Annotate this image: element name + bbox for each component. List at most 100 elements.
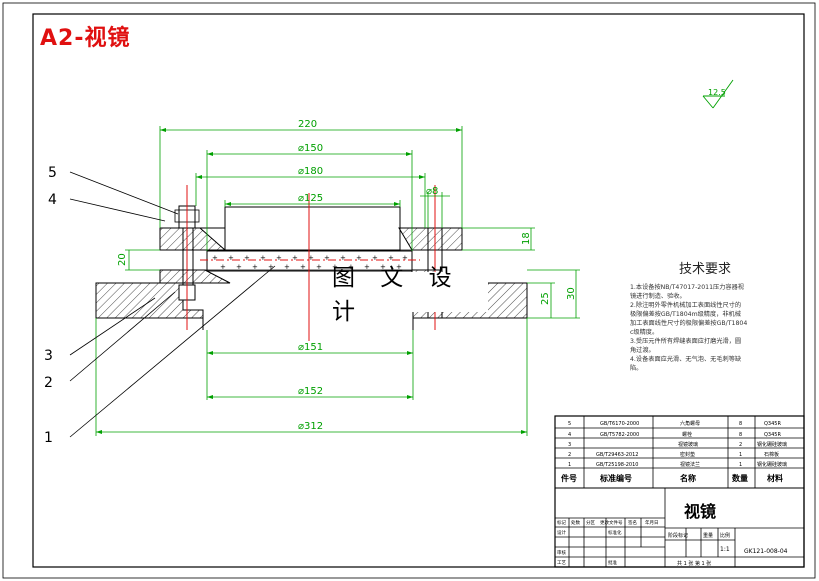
- weight-label: 重量: [703, 532, 713, 539]
- dim-151: ⌀151: [298, 342, 323, 353]
- process-label: 工艺: [557, 560, 566, 566]
- bom-name: 视镜玻璃: [678, 441, 698, 448]
- bom-mat: Q345R: [764, 432, 781, 438]
- svg-text:+: +: [324, 254, 330, 262]
- svg-text:+: +: [396, 263, 402, 271]
- bom-header-code: 标准编号: [599, 473, 632, 483]
- flange-neck-left: [159, 269, 231, 284]
- bom-row: 4 GB/T5782-2000 螺栓 8 Q345R: [568, 431, 781, 438]
- svg-text:+: +: [236, 263, 242, 271]
- standard-label: 标准化: [608, 529, 622, 536]
- review-label: 审核: [557, 549, 566, 556]
- bom-header: 件号 标准编号 名称 数量 材料: [561, 473, 783, 483]
- tech-req-title: 技术要求: [678, 262, 731, 277]
- bom-table: 5 GB/T6170-2000 六角螺母 8 Q345R 4 GB/T5782-…: [561, 420, 787, 483]
- tech-req-line: 极限偏差按GB/T1804m级精度，非机械: [630, 311, 741, 318]
- dimension-lines: [95, 126, 580, 436]
- bom-no: 1: [568, 462, 571, 468]
- svg-text:+: +: [252, 263, 258, 271]
- approve-label: 批准: [608, 559, 617, 566]
- bom-code: GB/T25198-2010: [596, 462, 638, 468]
- bom-mat: Q345R: [764, 421, 781, 427]
- dim-312: ⌀312: [298, 421, 323, 432]
- svg-text:+: +: [228, 254, 234, 262]
- bom-qty: 1: [739, 462, 742, 468]
- svg-text:+: +: [316, 263, 322, 271]
- bom-name: 密封垫: [680, 451, 695, 458]
- dimension-arrows: [96, 128, 527, 434]
- bom-row: 5 GB/T6170-2000 六角螺母 8 Q345R: [568, 420, 781, 427]
- tech-req-line: 加工表面线性尺寸的极限偏差按GB/T1804: [630, 320, 748, 327]
- bom-header-no: 件号: [561, 473, 577, 483]
- dim-30: 30: [566, 287, 577, 300]
- svg-text:+: +: [300, 263, 306, 271]
- bom-no: 3: [568, 442, 571, 448]
- drawing-title: 视镜: [684, 502, 716, 521]
- dim-220: 220: [298, 119, 317, 130]
- rev-header: 签名: [628, 519, 637, 526]
- inner-border: [32, 13, 805, 568]
- balloon-5: 5: [48, 165, 57, 181]
- bom-qty: 2: [739, 442, 742, 448]
- drawing-number: GK121-008-04: [744, 548, 788, 555]
- svg-text:+: +: [308, 254, 314, 262]
- bom-qty: 1: [739, 452, 742, 458]
- watermark: 图 文 设 计: [332, 265, 488, 325]
- bom-row: 3 视镜玻璃 2 钢化硼硅玻璃: [568, 441, 787, 448]
- balloon-3: 3: [44, 348, 53, 364]
- bom-no: 5: [568, 421, 571, 427]
- svg-text:+: +: [244, 254, 250, 262]
- dim-150: ⌀150: [298, 143, 323, 154]
- bom-header-mat: 材料: [767, 473, 783, 483]
- dimension-texts: 220 ⌀150 ⌀180 ⌀125 ⌀8 ⌀151 ⌀152 ⌀312 18 …: [117, 119, 577, 432]
- svg-text:+: +: [212, 254, 218, 262]
- svg-text:+: +: [332, 263, 338, 271]
- bom-row: 1 GB/T25198-2010 视镜法兰 1 钢化硼硅玻璃: [568, 461, 787, 468]
- bom-mat: 钢化硼硅玻璃: [757, 441, 787, 448]
- tech-req-line: c级精度。: [630, 329, 659, 336]
- bom-qty: 8: [739, 432, 742, 438]
- bom-name: 六角螺母: [680, 420, 700, 427]
- rev-header: 处数: [571, 519, 580, 526]
- sheet-info: 共 1 张 第 1 张: [677, 560, 711, 567]
- dim-152: ⌀152: [298, 386, 323, 397]
- svg-text:+: +: [260, 254, 266, 262]
- bom-header-name: 名称: [680, 473, 696, 483]
- balloon-4: 4: [48, 192, 57, 208]
- balloon-labels: 5 4 3 2 1: [44, 165, 57, 446]
- bom-no: 4: [568, 432, 571, 438]
- svg-text:+: +: [356, 254, 362, 262]
- balloon-1: 1: [44, 430, 53, 446]
- svg-text:+: +: [388, 254, 394, 262]
- title-block-lines: [554, 415, 805, 568]
- dim-180: ⌀180: [298, 166, 323, 177]
- bom-mat: 石棉板: [764, 451, 779, 458]
- tech-req-line: 4.设备表面应光滑、无气泡、无毛刺等缺: [630, 356, 742, 363]
- bom-name: 视镜法兰: [680, 461, 700, 468]
- scale-value: 1:1: [720, 546, 730, 553]
- revision-headers: 标记 处数 分区 更改文件号 签名 年月日 设计 标准化 审核 工艺 批准: [557, 519, 659, 566]
- surface-roughness-symbol: [702, 79, 734, 109]
- tech-req-line: 角过渡。: [630, 347, 655, 354]
- bom-no: 2: [568, 452, 571, 458]
- svg-text:+: +: [276, 254, 282, 262]
- svg-text:+: +: [402, 254, 408, 262]
- svg-text:+: +: [348, 263, 354, 271]
- bom-header-qty: 数量: [732, 473, 748, 483]
- sheet-tag: A2-视镜: [40, 26, 131, 51]
- svg-text:+: +: [380, 263, 386, 271]
- tech-req-line: 镜进行制造、验收。: [630, 293, 686, 300]
- leader-lines: [69, 171, 276, 438]
- rev-header: 分区: [586, 519, 595, 526]
- bom-code: GB/T29463-2012: [596, 452, 638, 458]
- bom-qty: 8: [739, 421, 742, 427]
- bom-mat: 钢化硼硅玻璃: [757, 461, 787, 468]
- dim-20: 20: [117, 253, 128, 266]
- tech-req-line: 1.本设备按NB/T47017-2011压力容器视: [630, 284, 744, 291]
- dim-125: ⌀125: [298, 193, 323, 204]
- upper-glass-line: [224, 206, 401, 252]
- designer-label: 设计: [557, 529, 566, 536]
- svg-text:+: +: [292, 254, 298, 262]
- ratio-label: 比例: [720, 532, 730, 539]
